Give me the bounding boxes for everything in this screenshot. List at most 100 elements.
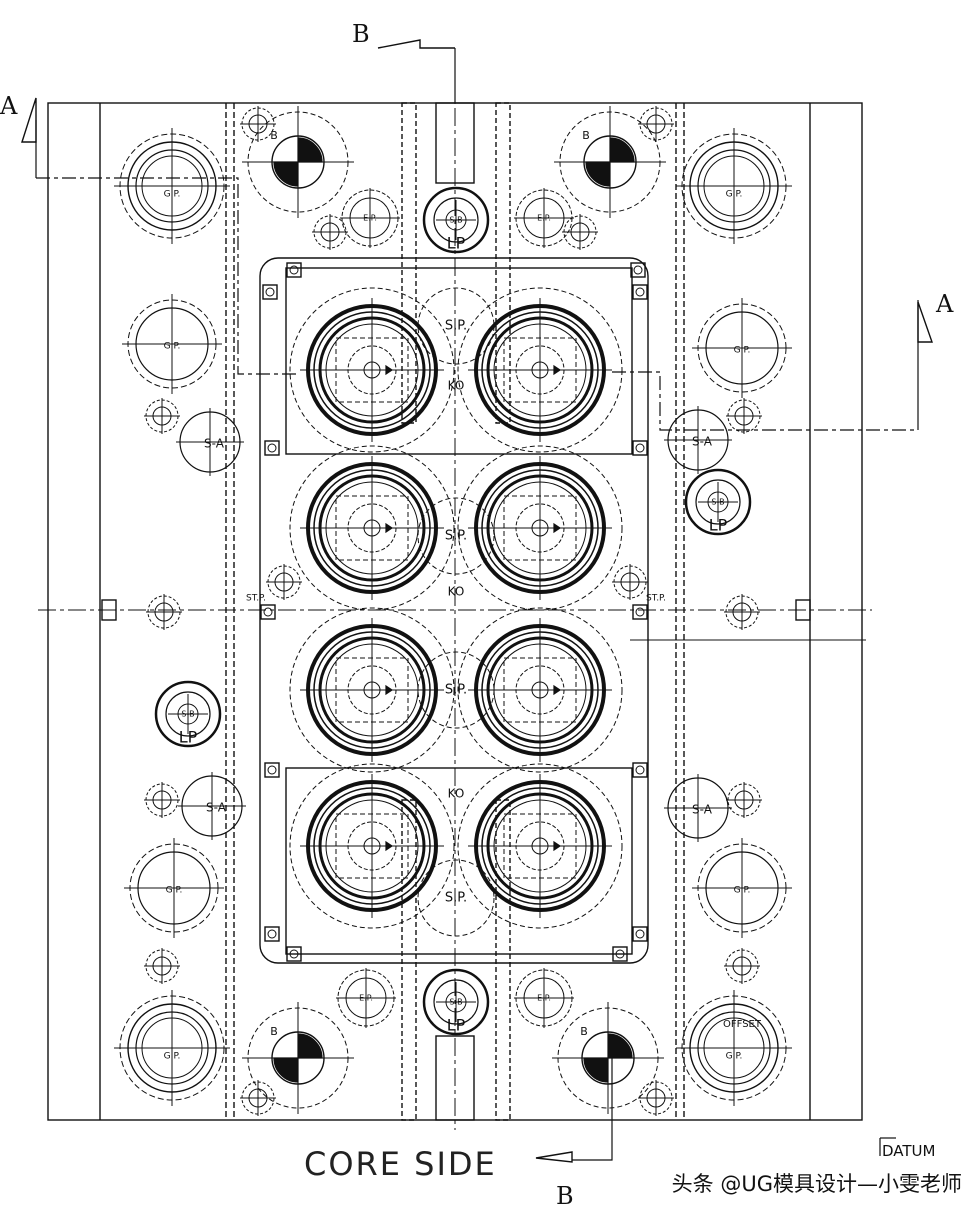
bolt-3 xyxy=(630,262,646,278)
svg-text:S-A: S-A xyxy=(204,437,225,451)
cavity-7 xyxy=(289,763,455,929)
core-side-label: CORE SIDE xyxy=(304,1145,497,1183)
cavity-4 xyxy=(457,445,623,611)
watermark: 头条 @UG模具设计—小雯老师 xyxy=(671,1172,962,1196)
knock-out-3: KO xyxy=(448,787,465,801)
support-pillar-1: S.P. xyxy=(445,319,467,334)
svg-text:B: B xyxy=(270,1025,278,1038)
svg-text:LP: LP xyxy=(179,728,198,747)
bolt-12 xyxy=(286,946,302,962)
bolt-9 xyxy=(264,762,280,778)
stop-pin-1 xyxy=(144,398,180,434)
support-pillar-2: S.P. xyxy=(445,529,467,544)
guide-pillar-tr xyxy=(676,128,792,244)
svg-text:B: B xyxy=(270,129,278,142)
ejector-pin-1 xyxy=(340,188,400,248)
svg-text:S-B: S-B xyxy=(181,710,194,719)
bolt-5 xyxy=(264,440,280,456)
svg-text:E.P.: E.P. xyxy=(537,214,551,223)
stop-pin-tag-left: ST.P. xyxy=(246,594,266,604)
svg-text:E.P.: E.P. xyxy=(537,994,551,1003)
bolt-6 xyxy=(632,440,648,456)
stop-a-2 xyxy=(664,406,732,474)
cavity-8 xyxy=(457,763,623,929)
stop-pin-5 xyxy=(144,948,180,984)
stop-pin-13 xyxy=(266,564,302,600)
locating-pin-top xyxy=(422,186,490,254)
bolt-14 xyxy=(632,926,648,942)
stop-pin-7 xyxy=(240,106,276,142)
cavity-2 xyxy=(457,287,623,453)
svg-text:S-A: S-A xyxy=(692,435,713,449)
pillar-l1 xyxy=(122,294,222,394)
stop-a-1 xyxy=(176,408,244,476)
svg-text:S-B: S-B xyxy=(711,498,724,507)
bushing-br xyxy=(552,1002,664,1114)
bolt-8 xyxy=(632,604,648,620)
svg-text:B: B xyxy=(582,129,590,142)
stop-pin-14 xyxy=(612,564,648,600)
svg-text:G.P.: G.P. xyxy=(734,886,751,896)
knock-out-2: KO xyxy=(448,585,465,599)
stop-pin-tag-right: ST.P. xyxy=(646,594,666,604)
stop-a-4 xyxy=(664,774,732,842)
svg-text:LP: LP xyxy=(447,1016,466,1035)
svg-text:G.P.: G.P. xyxy=(164,190,181,200)
bolt-4 xyxy=(632,284,648,300)
stop-a-3 xyxy=(178,772,246,840)
svg-text:G.P.: G.P. xyxy=(726,190,743,200)
stop-pin-2 xyxy=(726,398,762,434)
section-b-label-top: B xyxy=(352,20,370,48)
locating-pin-bottom xyxy=(422,968,490,1036)
bolt-13 xyxy=(612,946,628,962)
section-b-label-bottom: B xyxy=(556,1182,574,1210)
section-a-label-right: A xyxy=(935,290,954,318)
locating-pin-left xyxy=(154,680,222,748)
svg-text:B: B xyxy=(580,1025,588,1038)
stop-pin-6 xyxy=(724,948,760,984)
stop-pin-10 xyxy=(638,1080,674,1116)
stop-pin-15 xyxy=(312,214,348,250)
svg-text:E.P.: E.P. xyxy=(363,214,377,223)
bolt-11 xyxy=(264,926,280,942)
svg-text:E.P.: E.P. xyxy=(359,994,373,1003)
svg-text:G.P.: G.P. xyxy=(166,886,183,896)
stop-pin-9 xyxy=(240,1080,276,1116)
stop-pin-16 xyxy=(562,214,598,250)
svg-text:S-A: S-A xyxy=(692,803,713,817)
guide-pillar-bl xyxy=(114,990,230,1106)
cavity-5 xyxy=(289,607,455,773)
svg-text:LP: LP xyxy=(709,516,728,535)
svg-text:G.P.: G.P. xyxy=(726,1052,743,1062)
bolt-2 xyxy=(262,284,278,300)
support-pillar-4: S.P. xyxy=(445,891,467,906)
ejector-pin-3 xyxy=(336,968,396,1028)
knock-out-1: KO xyxy=(448,379,465,393)
stop-pin-8 xyxy=(638,106,674,142)
bolt-10 xyxy=(632,762,648,778)
ejector-pin-4 xyxy=(514,968,574,1028)
support-pillar-3: S.P. xyxy=(445,683,467,698)
guide-pillar-tl xyxy=(114,128,230,244)
bolt-7 xyxy=(260,604,276,620)
cavity-1 xyxy=(289,287,455,453)
datum-label: DATUM xyxy=(882,1142,935,1160)
pillar-l2 xyxy=(124,838,224,938)
offset-tag: OFFSET xyxy=(723,1019,762,1030)
stop-pin-11 xyxy=(146,594,182,630)
svg-text:G.P.: G.P. xyxy=(734,346,751,356)
stop-pin-12 xyxy=(724,594,760,630)
svg-text:S-A: S-A xyxy=(206,801,227,815)
bolt-1 xyxy=(286,262,302,278)
bushing-bl xyxy=(242,1002,354,1114)
svg-text:G.P.: G.P. xyxy=(164,342,181,352)
pillar-r1 xyxy=(692,298,792,398)
cavity-6 xyxy=(457,607,623,773)
bushing-tl xyxy=(242,106,354,218)
svg-text:S-B: S-B xyxy=(449,216,462,225)
svg-text:G.P.: G.P. xyxy=(164,1052,181,1062)
svg-text:S-B: S-B xyxy=(449,998,462,1007)
stop-pin-4 xyxy=(726,782,762,818)
stop-pin-3 xyxy=(144,782,180,818)
